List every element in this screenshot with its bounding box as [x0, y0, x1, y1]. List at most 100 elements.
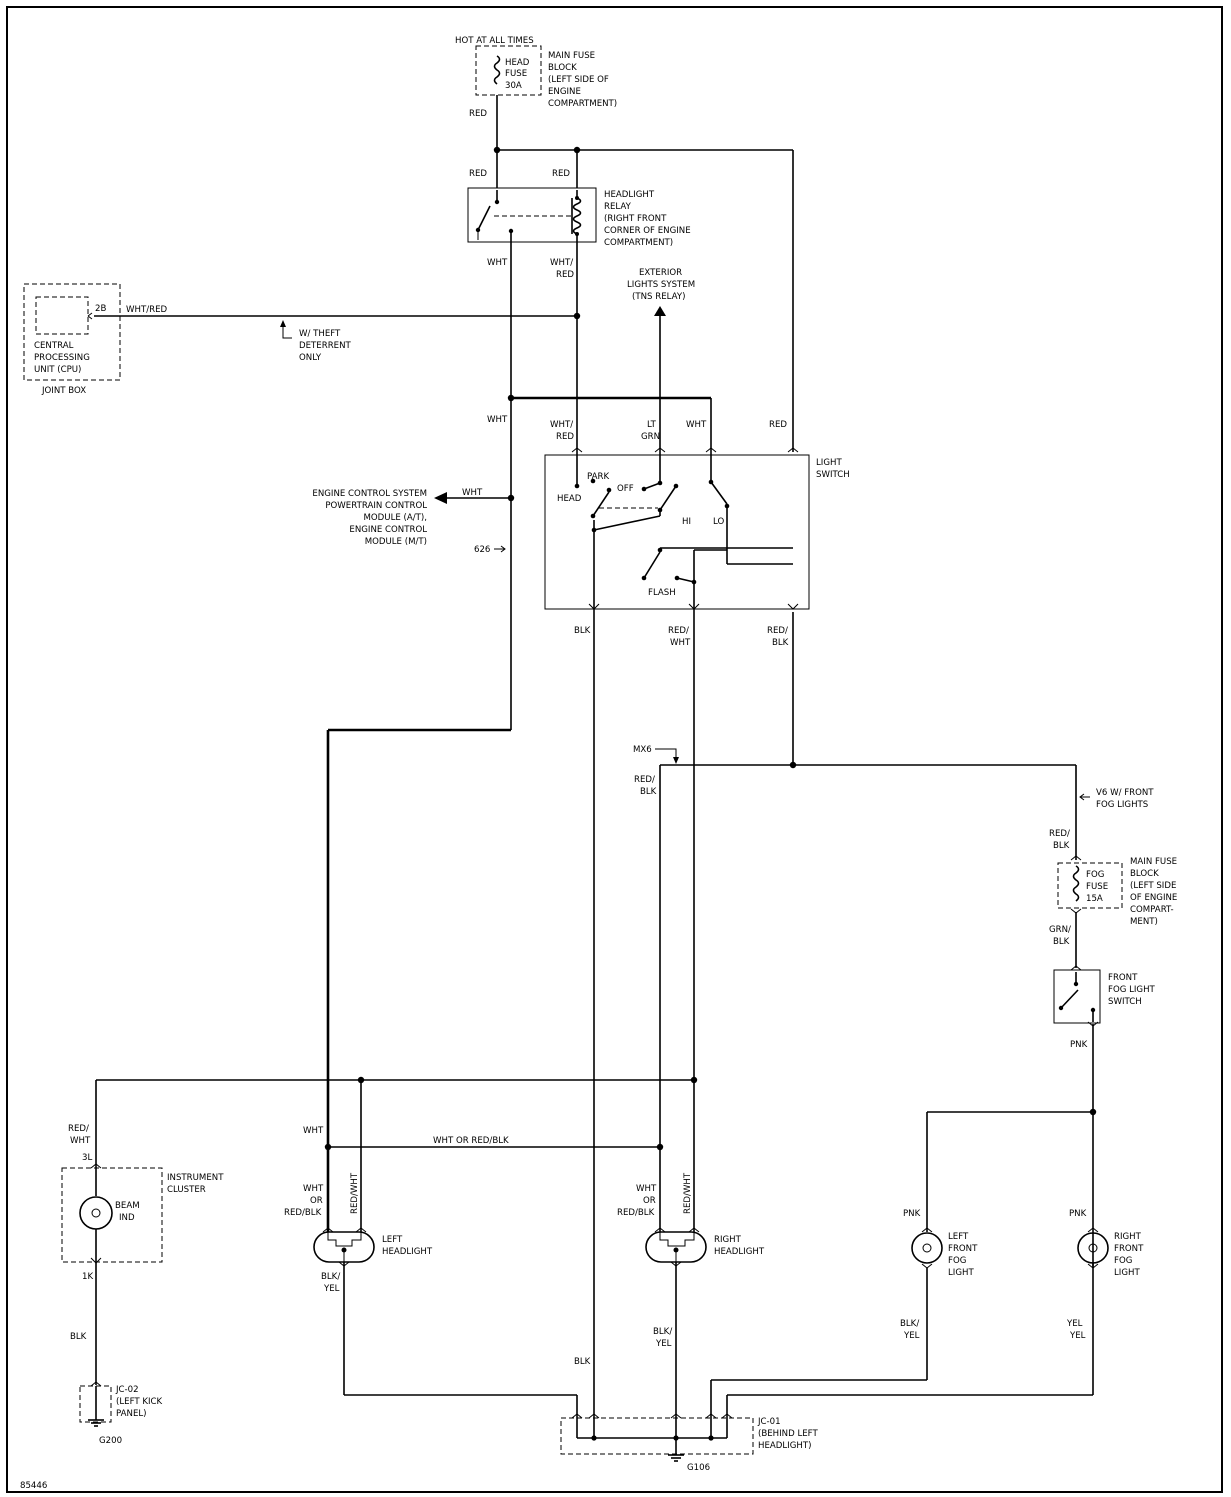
jc02-label: (LEFT KICK [116, 1397, 163, 1407]
svg-text:MODULE (A/T),: MODULE (A/T), [364, 513, 428, 523]
wire-label-red: RED [469, 169, 487, 179]
wire-label-wht-red: RED [556, 432, 574, 442]
wire-label-blk-yel: BLK/ [653, 1327, 672, 1337]
svg-text:(TNS RELAY): (TNS RELAY) [632, 292, 685, 302]
svg-text:ENGINE CONTROL SYSTEM: ENGINE CONTROL SYSTEM [312, 489, 427, 499]
svg-text:POWERTRAIN CONTROL: POWERTRAIN CONTROL [325, 501, 427, 511]
wire-label-red-blk: BLK [772, 638, 789, 648]
svg-text:COMPARTMENT): COMPARTMENT) [548, 99, 617, 109]
wire-label-pnk: PNK [1069, 1209, 1087, 1219]
wire-label-blk: BLK [574, 626, 591, 636]
light-switch-label: LIGHT SWITCH [816, 458, 850, 480]
svg-text:FOG LIGHT: FOG LIGHT [1108, 985, 1156, 995]
wire-label-wht: WHT [686, 420, 707, 430]
svg-text:W/ THEFT: W/ THEFT [299, 329, 341, 339]
svg-text:CORNER OF ENGINE: CORNER OF ENGINE [604, 226, 691, 236]
svg-text:MODULE (M/T): MODULE (M/T) [365, 537, 427, 547]
svg-text:(LEFT SIDE: (LEFT SIDE [1130, 881, 1176, 891]
wire-label-grn-blk: BLK [1053, 937, 1070, 947]
wire-label-red-wht: RED/WHT [350, 1172, 360, 1214]
switch-hi-label: HI [682, 517, 691, 527]
svg-text:RELAY: RELAY [604, 202, 632, 212]
fog-light-switch [1053, 965, 1101, 1027]
v6-note: V6 W/ FRONT [1096, 788, 1154, 798]
svg-text:BLOCK: BLOCK [548, 63, 577, 73]
arrow-down-icon [673, 757, 679, 764]
instrument-cluster-label: CLUSTER [167, 1185, 206, 1195]
wire-label-red-blk: RED/ [634, 775, 655, 785]
jc02-label: JC-02 [115, 1385, 139, 1395]
switch-park-label: PARK [587, 472, 609, 482]
svg-text:LIGHT: LIGHT [816, 458, 842, 468]
jc01-connector [560, 1413, 754, 1462]
cpu-label: UNIT (CPU) [34, 365, 81, 375]
svg-text:COMPART-: COMPART- [1130, 905, 1174, 915]
wire-label-wht-red: WHT/RED [126, 305, 168, 315]
svg-text:ENGINE CONTROL: ENGINE CONTROL [349, 525, 427, 535]
arrow-left-icon [434, 492, 447, 504]
mx6-label: MX6 [633, 745, 652, 755]
jc01-label: HEADLIGHT) [758, 1441, 811, 1451]
right-headlight: RIGHT HEADLIGHT [645, 1227, 765, 1267]
v6-note: FOG LIGHTS [1096, 800, 1148, 810]
left-fog-label: FRONT [948, 1244, 978, 1254]
headlight-relay-label: HEADLIGHT RELAY (RIGHT FRONT CORNER OF E… [604, 190, 691, 248]
wire-label-wht: WHT [487, 415, 508, 425]
wire-label-wht: WHT [487, 258, 508, 268]
left-fog-label: FOG [948, 1256, 966, 1266]
wire-label-lt-grn: GRN [641, 432, 660, 442]
left-headlight: LEFT HEADLIGHT [313, 1227, 433, 1267]
wire-label-blk-yel: YEL [1069, 1331, 1086, 1341]
head-fuse: HEAD FUSE 30A [475, 45, 542, 96]
cpu-label: PROCESSING [34, 353, 90, 363]
wire-label-wht-or-red-blk: OR [310, 1196, 323, 1206]
wire-label-lt-grn: LT [647, 420, 657, 430]
wire-label-blk-yel: BLK/ [321, 1272, 340, 1282]
wire-label-wht-red: RED [556, 270, 574, 280]
wire-label-blk: BLK [70, 1332, 87, 1342]
wire-label-blk-yel: YEL [655, 1339, 672, 1349]
wire-626-label: 626 [474, 545, 490, 555]
joint-box-label: JOINT BOX [41, 386, 86, 396]
left-headlight-label: LEFT [382, 1235, 403, 1245]
svg-text:ENGINE: ENGINE [548, 87, 581, 97]
wire-label-wht-red: WHT/ [550, 258, 573, 268]
headlight-relay: RED RED [467, 169, 597, 243]
left-headlight-label: HEADLIGHT [382, 1247, 433, 1257]
instrument-cluster: BEAM IND [61, 1163, 163, 1264]
hot-at-all-times-label: HOT AT ALL TIMES [455, 36, 534, 46]
main-fuse-block-label: MAIN FUSE BLOCK (LEFT SIDE OF ENGINE COM… [548, 51, 617, 109]
wire-label-red-blk: RED/ [1049, 829, 1070, 839]
svg-text:(RIGHT FRONT: (RIGHT FRONT [604, 214, 667, 224]
svg-text:SWITCH: SWITCH [816, 470, 850, 480]
wire-label-red: RED [552, 169, 570, 179]
right-headlight-label: HEADLIGHT [714, 1247, 765, 1257]
right-fog-label: FOG [1114, 1256, 1132, 1266]
wire-label-blk-yel: BLK/ [900, 1319, 919, 1329]
arrow-left-icon [1079, 793, 1090, 801]
wire-label-pnk: PNK [903, 1209, 921, 1219]
svg-text:MAIN FUSE: MAIN FUSE [548, 51, 595, 61]
svg-text:EXTERIOR: EXTERIOR [639, 268, 682, 278]
cluster-pin-bottom: 1K [82, 1272, 93, 1282]
figure-number: 85446 [20, 1481, 47, 1491]
wire-label-wht-or-red-blk: WHT OR RED/BLK [433, 1136, 509, 1146]
instrument-cluster-label: INSTRUMENT [167, 1173, 224, 1183]
wire-label-red-blk: BLK [640, 787, 657, 797]
cpu-label: CENTRAL [34, 341, 74, 351]
engine-control-label: ENGINE CONTROL SYSTEM POWERTRAIN CONTROL… [312, 489, 427, 547]
wire-label-red-wht: WHT [70, 1136, 91, 1146]
mx6-pointer [655, 748, 677, 760]
wire-label-wht-red: WHT/ [550, 420, 573, 430]
beam-ind-label: IND [119, 1213, 135, 1223]
wire-label-grn-blk: GRN/ [1049, 925, 1071, 935]
switch-flash-label: FLASH [648, 588, 676, 598]
svg-text:SWITCH: SWITCH [1108, 997, 1142, 1007]
cpu-joint-box: 2B CENTRAL PROCESSING UNIT (CPU) JOINT B… [23, 283, 121, 396]
svg-text:OF ENGINE: OF ENGINE [1130, 893, 1177, 903]
right-fog-label: LIGHT [1114, 1268, 1140, 1278]
jc01-label: (BEHIND LEFT [758, 1429, 818, 1439]
fog-fuse-label: FOG [1086, 870, 1104, 880]
beam-ind-label: BEAM [115, 1201, 140, 1211]
